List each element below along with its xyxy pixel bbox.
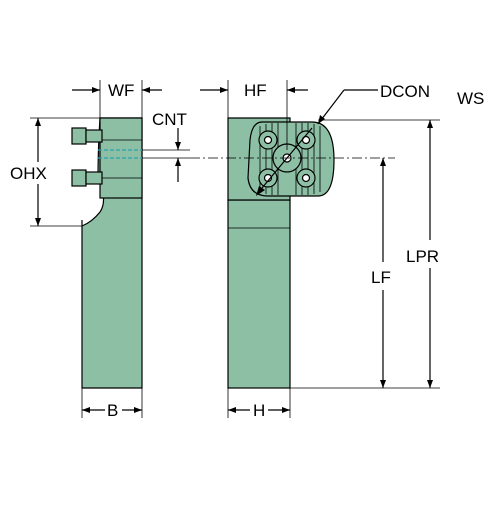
- label-b: B: [107, 401, 118, 420]
- label-lpr: LPR: [406, 247, 439, 266]
- label-lf: LF: [371, 268, 391, 287]
- cartridge-screw-4: [296, 168, 316, 188]
- cartridge-screw-2: [296, 130, 316, 150]
- dimension-b: B: [81, 388, 143, 420]
- dimension-hf: HF: [200, 80, 308, 150]
- label-cnt: CNT: [152, 110, 187, 129]
- label-ohx: OHX: [10, 164, 47, 183]
- dimension-lf: LF: [290, 158, 395, 389]
- label-hf: HF: [244, 81, 267, 100]
- label-wf: WF: [108, 81, 134, 100]
- dimension-dcon: DCON WS: [256, 82, 484, 196]
- dimension-ohx: OHX: [10, 117, 100, 227]
- label-dcon-subscript: WS: [457, 89, 484, 108]
- cartridge-screw-3: [258, 168, 278, 188]
- dimension-wf: WF: [72, 80, 162, 118]
- front-view: [227, 117, 335, 389]
- label-dcon: DCON: [380, 82, 430, 101]
- front-view-shank: [227, 199, 291, 389]
- dimension-lpr: LPR: [318, 119, 440, 389]
- clamp-screw-bottom: [71, 169, 103, 187]
- cartridge-screw-1: [258, 130, 278, 150]
- dimension-cnt: CNT: [142, 110, 190, 182]
- clamp-screw-top: [71, 127, 103, 145]
- dimension-h: H: [227, 388, 291, 420]
- side-view: [71, 117, 143, 389]
- label-h: H: [253, 401, 265, 420]
